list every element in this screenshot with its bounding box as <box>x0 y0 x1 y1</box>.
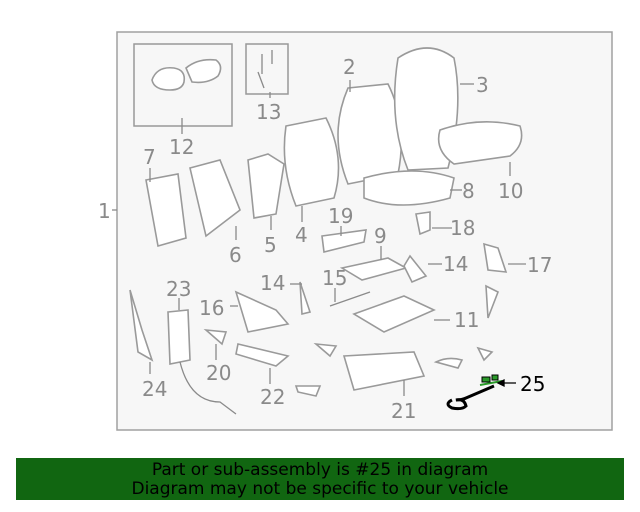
banner-line-2: Diagram may not be specific to your vehi… <box>131 479 509 499</box>
callout-2: 2 <box>343 55 356 79</box>
callout-13: 13 <box>256 100 281 124</box>
callout-7: 7 <box>143 145 156 169</box>
callout-15: 15 <box>322 266 347 290</box>
callout-25: 25 <box>520 372 545 396</box>
callout-11: 11 <box>454 308 479 332</box>
callout-1: 1 <box>98 199 111 223</box>
callout-21: 21 <box>391 399 416 423</box>
callout-6: 6 <box>229 243 242 267</box>
callout-8: 8 <box>462 179 475 203</box>
part-25-wiring-harness <box>446 374 503 411</box>
part-shapes <box>129 47 523 415</box>
callout-14-right: 14 <box>443 252 468 276</box>
callout-17: 17 <box>527 253 552 277</box>
callout-5: 5 <box>264 233 277 257</box>
callout-18: 18 <box>450 216 475 240</box>
callout-10: 10 <box>498 179 523 203</box>
callout-4: 4 <box>295 223 308 247</box>
guide-box <box>245 43 289 95</box>
info-banner: Part or sub-assembly is #25 in diagram D… <box>16 458 624 500</box>
callout-14-left: 14 <box>260 271 285 295</box>
callout-9: 9 <box>374 224 387 248</box>
callout-19: 19 <box>328 204 353 228</box>
callout-20: 20 <box>206 361 231 385</box>
banner-line-1: Part or sub-assembly is #25 in diagram <box>151 460 489 480</box>
callout-24: 24 <box>142 377 167 401</box>
callout-23: 23 <box>166 277 191 301</box>
callout-22: 22 <box>260 385 285 409</box>
leader-lines <box>112 80 526 396</box>
callout-12: 12 <box>169 135 194 159</box>
callout-3: 3 <box>476 73 489 97</box>
callout-16: 16 <box>199 296 224 320</box>
